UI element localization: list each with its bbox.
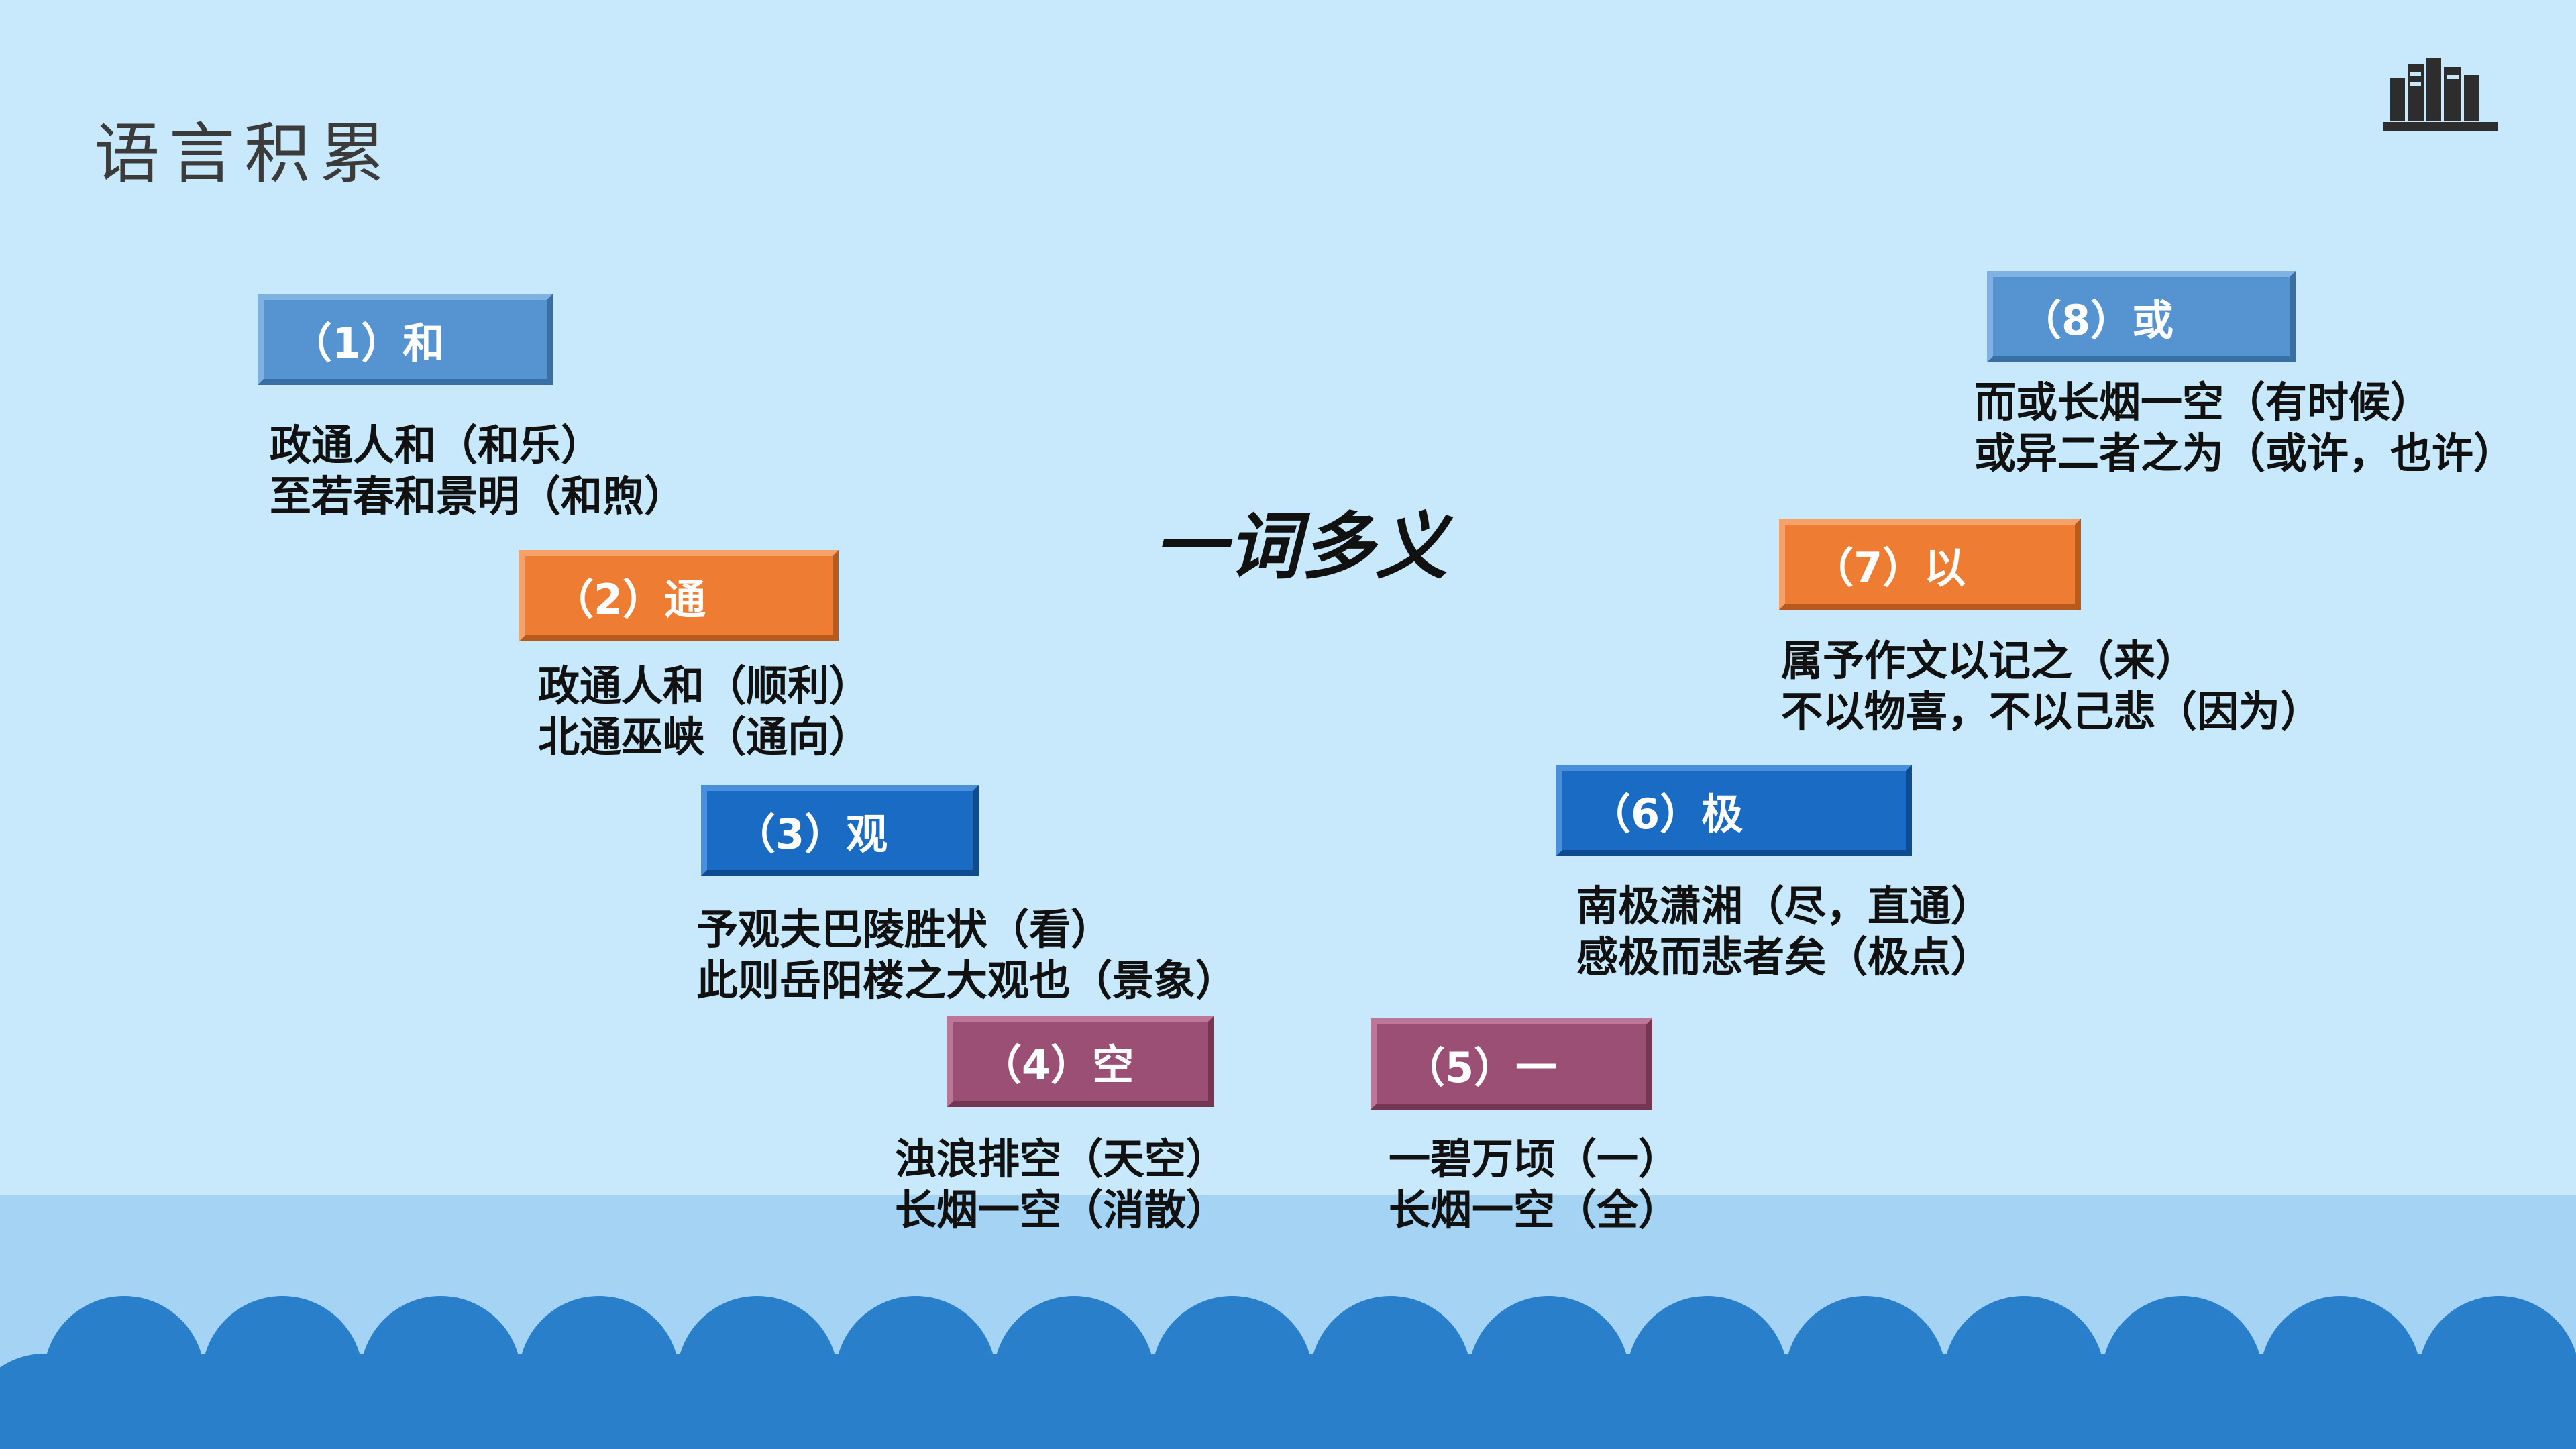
label-kong: （4）空 <box>947 1016 1214 1107</box>
wave-scallop <box>598 1354 759 1449</box>
label-he: （1）和 <box>258 294 553 385</box>
meaning-line: 北通巫峡（通向） <box>538 712 871 761</box>
meaning-line: 政通人和（和乐） <box>270 421 603 470</box>
meanings-ji: 南极潇湘（尽，直通） 感极而悲者矣（极点） <box>1576 881 1992 983</box>
meanings-tong: 政通人和（顺利） 北通巫峡（通向） <box>538 661 871 763</box>
label-ji: （6）极 <box>1556 765 1912 856</box>
meanings-kong: 浊浪排空（天空） 长烟一空（消散） <box>895 1134 1228 1236</box>
meaning-line: 不以物喜，不以己悲（因为） <box>1781 687 2322 736</box>
wave-scallop <box>281 1354 442 1449</box>
wave-scallop <box>2498 1354 2576 1449</box>
meaning-line: 一碧万顷（一） <box>1389 1134 1680 1183</box>
meanings-yi: 一碧万顷（一） 长烟一空（全） <box>1389 1134 1680 1236</box>
meaning-line: 至若春和景明（和煦） <box>270 472 686 521</box>
meaning-line: 此则岳阳楼之大观也（景象） <box>696 956 1238 1005</box>
wave-scallop <box>1548 1354 1709 1449</box>
meaning-line: 政通人和（顺利） <box>538 661 871 710</box>
meaning-line: 属予作文以记之（来） <box>1781 636 2198 685</box>
wave-scallop <box>1073 1354 1234 1449</box>
label-guan: （3）观 <box>701 785 979 876</box>
meanings-yi-2: 属予作文以记之（来） 不以物喜，不以己悲（因为） <box>1781 635 2322 737</box>
wave-scallop <box>756 1354 917 1449</box>
wave-scallop <box>439 1354 600 1449</box>
page-title: 语言积累 <box>94 116 395 193</box>
wave-scallop <box>2181 1354 2342 1449</box>
wave-scallop <box>1864 1354 2025 1449</box>
meaning-line: 予观夫巴陵胜状（看） <box>696 905 1113 954</box>
center-title: 一词多义 <box>1154 505 1450 589</box>
label-yi: （5）一 <box>1371 1018 1652 1110</box>
meanings-he: 政通人和（和乐） 至若春和景明（和煦） <box>270 420 686 522</box>
label-tong: （2）通 <box>519 550 839 641</box>
meaning-line: 浊浪排空（天空） <box>895 1134 1228 1183</box>
books-icon <box>2383 58 2498 131</box>
wave-scallop <box>1231 1354 1392 1449</box>
meaning-line: 南极潇湘（尽，直通） <box>1576 881 1993 930</box>
meanings-huo: 而或长烟一空（有时候） 或异二者之为（或许，也许） <box>1974 377 2515 479</box>
wave-scallop <box>914 1354 1075 1449</box>
label-huo: （8）或 <box>1987 271 2296 362</box>
meaning-line: 或异二者之为（或许，也许） <box>1974 429 2516 478</box>
wave-scallop <box>2339 1354 2500 1449</box>
meaning-line: 长烟一空（全） <box>1389 1185 1680 1234</box>
wave-scallop <box>2023 1354 2184 1449</box>
meaning-line: 感极而悲者矣（极点） <box>1576 932 1993 981</box>
wave-scallop <box>1389 1354 1550 1449</box>
wave-scallop <box>123 1354 284 1449</box>
meaning-line: 而或长烟一空（有时候） <box>1974 378 2432 427</box>
label-yi-2: （7）以 <box>1779 519 2081 610</box>
meaning-line: 长烟一空（消散） <box>895 1185 1228 1234</box>
wave-scallop <box>0 1354 125 1449</box>
wave-scallop <box>1706 1354 1867 1449</box>
wave-decoration <box>0 1296 2576 1449</box>
meanings-guan: 予观夫巴陵胜状（看） 此则岳阳楼之大观也（景象） <box>696 904 1237 1006</box>
